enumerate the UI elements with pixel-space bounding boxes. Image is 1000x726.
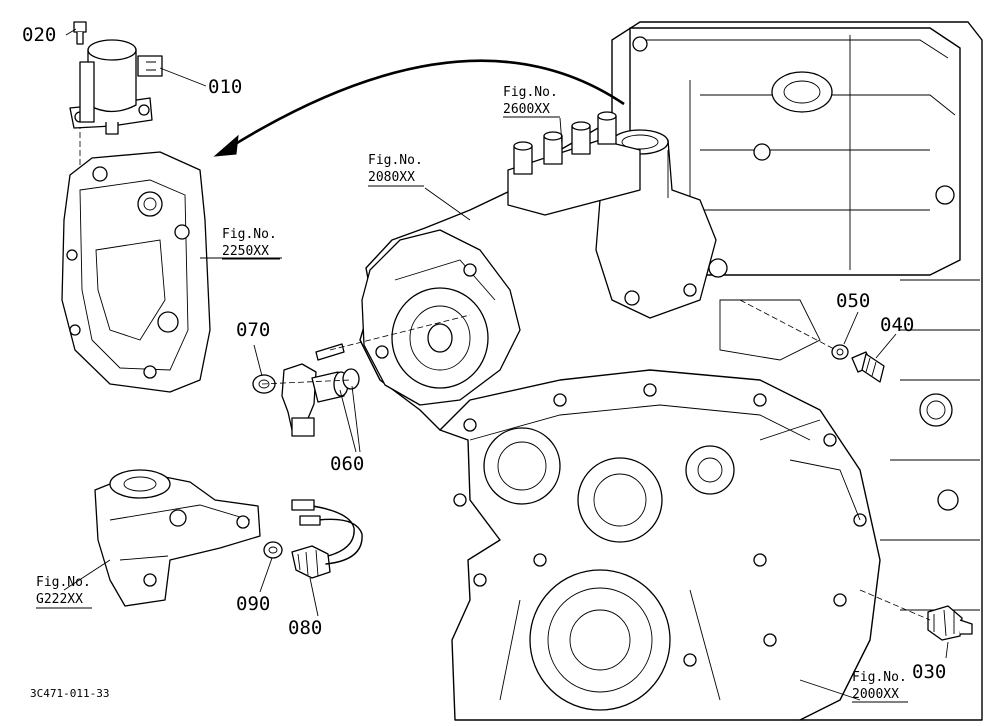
plug-and-washer-drawing xyxy=(739,299,885,383)
engine-block-drawing xyxy=(359,21,983,721)
part-label-010[interactable]: 010 xyxy=(208,76,242,98)
part-label-040[interactable]: 040 xyxy=(880,314,914,336)
speed-sensor-drawing xyxy=(252,314,471,437)
governor-housing-drawing xyxy=(61,75,211,393)
part-label-020[interactable]: 020 xyxy=(22,24,56,46)
part-label-060[interactable]: 060 xyxy=(330,453,364,475)
svg-text:2600XX: 2600XX xyxy=(503,102,550,117)
injector-nozzles xyxy=(513,111,617,175)
svg-text:2080XX: 2080XX xyxy=(368,170,415,185)
svg-text:G222XX: G222XX xyxy=(36,592,83,607)
fig-ref-2250xx[interactable]: Fig.No. 2250XX xyxy=(222,227,280,260)
fig-ref-g222xx[interactable]: Fig.No. G222XX xyxy=(36,575,92,609)
svg-text:Fig.No.: Fig.No. xyxy=(503,85,558,100)
fig-ref-2600xx[interactable]: Fig.No. 2600XX xyxy=(503,85,560,118)
relocation-arrow xyxy=(213,59,625,157)
figure-references: Fig.No. 2250XX Fig.No. 2600XX Fig.No. 20… xyxy=(36,85,908,703)
part-label-050[interactable]: 050 xyxy=(836,290,870,312)
part-label-030[interactable]: 030 xyxy=(912,661,946,683)
oil-switch-bracket-drawing xyxy=(94,469,363,607)
stop-solenoid-drawing xyxy=(69,21,163,135)
part-label-090[interactable]: 090 xyxy=(236,593,270,615)
part-number-labels: 020 010 070 060 050 040 090 080 030 xyxy=(22,24,946,683)
leader-lines xyxy=(63,28,949,701)
sensor-030-drawing xyxy=(859,589,973,641)
svg-text:Fig.No.: Fig.No. xyxy=(368,153,423,168)
svg-text:2250XX: 2250XX xyxy=(222,244,269,259)
drawing-code: 3C471-011-33 xyxy=(30,687,109,700)
fig-ref-2080xx[interactable]: Fig.No. 2080XX xyxy=(368,153,424,187)
svg-text:Fig.No.: Fig.No. xyxy=(222,227,277,242)
fig-ref-2000xx[interactable]: Fig.No. 2000XX xyxy=(852,670,908,703)
part-label-080[interactable]: 080 xyxy=(288,617,322,639)
svg-text:Fig.No.: Fig.No. xyxy=(852,670,907,685)
part-label-070[interactable]: 070 xyxy=(236,319,270,341)
svg-text:2000XX: 2000XX xyxy=(852,687,899,702)
svg-text:Fig.No.: Fig.No. xyxy=(36,575,91,590)
